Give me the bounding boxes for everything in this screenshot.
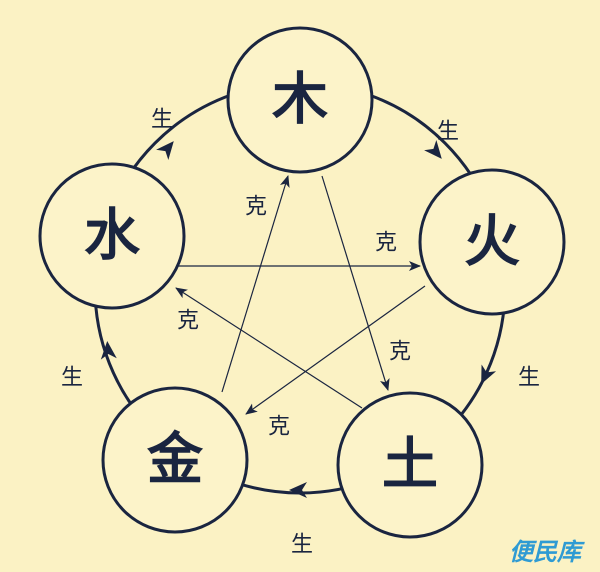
- ke-label-wood-earth: 克: [389, 340, 411, 365]
- node-fire: 火: [418, 168, 566, 316]
- node-earth: 土: [336, 391, 484, 539]
- sheng-arrow-metal-water: [100, 341, 117, 360]
- sheng-label-fire-earth: 生: [518, 366, 540, 391]
- sheng-label-earth-metal: 生: [291, 533, 313, 558]
- sheng-label-wood-fire: 生: [437, 120, 459, 145]
- node-earth-label: 土: [382, 433, 438, 498]
- node-water: 水: [38, 162, 186, 310]
- node-metal: 金: [101, 386, 249, 534]
- ke-label-earth-water: 克: [177, 309, 199, 334]
- ke-arrow-earth-water: [175, 287, 363, 409]
- sheng-arrow-water-wood: [156, 141, 174, 161]
- sheng-arrow-wood-fire: [424, 139, 442, 159]
- sheng-arrow-earth-metal: [289, 482, 307, 498]
- ke-arrow-metal-wood: [221, 175, 290, 393]
- node-wood: 木: [226, 26, 374, 174]
- ke-label-fire-metal: 克: [268, 415, 290, 440]
- node-fire-label: 火: [464, 210, 520, 275]
- ke-label-metal-wood: 克: [245, 195, 267, 220]
- ke-arrow-wood-earth: [321, 175, 390, 391]
- node-wood-label: 木: [272, 68, 328, 133]
- sheng-label-metal-water: 生: [61, 366, 83, 391]
- node-water-label: 水: [84, 204, 141, 269]
- node-metal-label: 金: [146, 428, 204, 493]
- sheng-label-water-wood: 生: [151, 108, 173, 133]
- ke-arrow-fire-metal: [245, 285, 426, 415]
- watermark-logo: 便民库: [509, 538, 585, 566]
- ke-label-water-fire: 克: [375, 231, 397, 256]
- sheng-arrow-fire-earth: [481, 364, 497, 385]
